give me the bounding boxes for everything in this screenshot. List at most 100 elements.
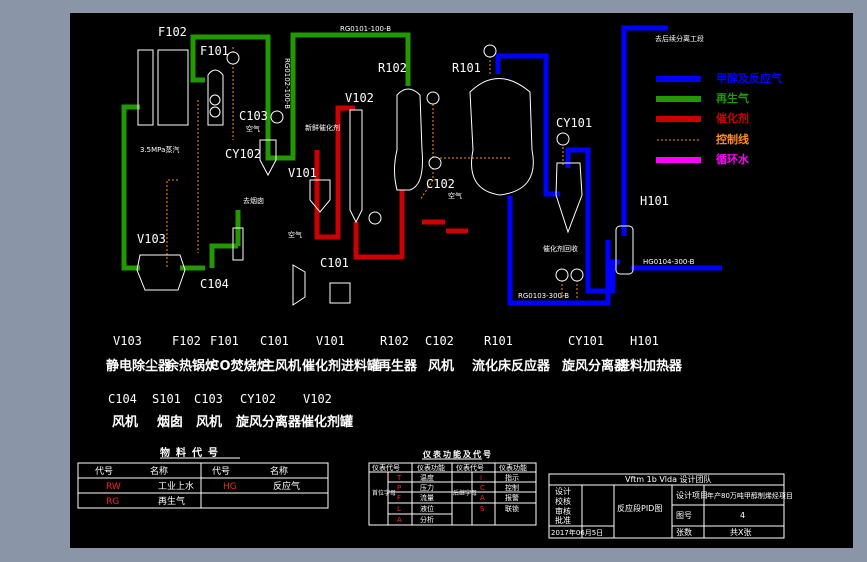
label-text: L — [397, 505, 401, 513]
table-header: 代号 — [95, 466, 113, 477]
tag-c101: C101 — [320, 256, 349, 270]
instrument-bubbles — [209, 44, 584, 282]
legend-label: 再生气 — [716, 91, 749, 105]
pipe-label: 去烟囱 — [243, 196, 264, 205]
catalyst-tank-v102 — [349, 109, 363, 224]
pipe-label: 催化剂回收 — [543, 244, 578, 253]
instrument-icon — [209, 106, 221, 118]
equipment-tag: CY102 — [240, 392, 276, 406]
equipment-name: CO焚烧炉 — [210, 358, 270, 374]
heater-h101 — [615, 225, 634, 275]
equipment-tag: V101 — [316, 334, 345, 348]
instrument-icon — [270, 110, 284, 124]
label-text: A — [480, 494, 485, 502]
equipment-name: 催化剂进料罐 — [302, 358, 380, 374]
equipment-name: 风机 — [428, 358, 454, 374]
tag-f102: F102 — [158, 25, 187, 39]
table-header: 代号 — [212, 466, 230, 477]
electrostatic-precipitator-v103 — [136, 254, 186, 291]
equipment-row-2: C104 风机 S101 烟囱 C103 风机 CY102 旋风分离器 V102… — [108, 392, 353, 430]
design-team: Vftm 1b Vlda 设计团队 — [625, 474, 712, 484]
label-text: 控制 — [505, 483, 519, 492]
equipment-list: V103 静电除尘器 F102 余热锅炉 F101 CO焚烧炉 C101 主风机… — [106, 334, 683, 430]
reactor-r101 — [469, 78, 534, 196]
label-text: T — [396, 474, 402, 482]
equipment-name: 风机 — [112, 414, 138, 430]
instrument-icon — [368, 211, 382, 225]
equipment-tag: C102 — [425, 334, 454, 348]
pipe-label: 3.5MPa蒸汽 — [140, 145, 179, 154]
date: 2017年06月5日 — [551, 528, 603, 537]
table-header: 仪表代号 — [372, 463, 400, 472]
project-label: 设计项目 — [676, 490, 708, 500]
legend-swatch-catalyst — [656, 116, 701, 122]
methanol-pipes — [495, 25, 722, 306]
tag-r102: R102 — [378, 61, 407, 75]
tag-f101: F101 — [200, 44, 229, 58]
tag-cy101: CY101 — [556, 116, 592, 130]
table-header: 名称 — [150, 465, 168, 477]
pipe-label: HG0104-300-B — [643, 258, 695, 266]
cyclone-cy101 — [555, 162, 583, 234]
label-text: 温度 — [420, 473, 434, 482]
instrument-icon — [556, 132, 570, 146]
table-cell: 工业上水 — [158, 480, 194, 492]
equipment-name: 主风机 — [262, 358, 301, 374]
pipe-label: RG0103-300-B — [518, 292, 569, 300]
equipment-name: 催化剂罐 — [301, 414, 353, 430]
table-header: 仪表功能 — [417, 463, 445, 472]
table-cell: RW — [106, 482, 121, 492]
material-table: 物料代号 代号 名称 代号 名称 RW 工业上水 HG 反应气 RG 再生气 — [77, 446, 329, 509]
incinerator-f101 — [207, 69, 224, 126]
control-lines — [166, 47, 578, 300]
legend-swatch-water — [656, 157, 701, 163]
pipe-label: RG0101-100-B — [340, 25, 391, 33]
label-text: 联锁 — [505, 504, 519, 513]
equipment-outlines — [136, 49, 634, 306]
legend-label: 控制线 — [716, 132, 749, 146]
equipment-name: 旋风分离器 — [235, 414, 302, 430]
pipe-label: 空气 — [448, 191, 462, 200]
pipe-label: 空气 — [246, 124, 260, 133]
pipe-label: 空气 — [288, 230, 302, 239]
label-text: 分析 — [420, 515, 434, 524]
table-cell: 反应气 — [273, 480, 300, 492]
instrument-icon — [226, 51, 240, 65]
stack-s101 — [232, 227, 244, 261]
tag-v101: V101 — [288, 166, 317, 180]
instrument-icon — [428, 156, 442, 170]
equipment-name: 流化床反应器 — [472, 358, 551, 374]
table-header: 仪表代号 — [456, 463, 484, 472]
label-text: P — [397, 484, 401, 492]
tag-c102: C102 — [426, 177, 455, 191]
label-text: F — [397, 494, 401, 502]
equipment-tag: R102 — [380, 334, 409, 348]
equipment-tag: F101 — [210, 334, 239, 348]
tag-cy102: CY102 — [225, 147, 261, 161]
equipment-row-1: V103 静电除尘器 F102 余热锅炉 F101 CO焚烧炉 C101 主风机… — [106, 334, 683, 374]
table-title: 仪表功能及代号 — [422, 449, 493, 459]
role-label: 审核 — [555, 506, 571, 516]
equipment-tag: C103 — [194, 392, 223, 406]
label-text: A — [397, 516, 402, 524]
table-cell: HG — [223, 482, 237, 492]
instrument-icon — [555, 268, 569, 282]
equipment-tags: F102 F101 C103 CY102 V101 V102 R102 R101… — [137, 25, 704, 300]
equipment-tag: S101 — [152, 392, 181, 406]
legend-label: 甲醇及反应气 — [716, 71, 782, 85]
instrument-icon — [426, 91, 440, 105]
legend-label: 催化剂 — [716, 111, 749, 125]
equipment-tag: H101 — [630, 334, 659, 348]
table-header: 仪表功能 — [499, 463, 527, 472]
equipment-tag: C104 — [108, 392, 137, 406]
legend-swatch-methanol — [656, 76, 701, 82]
catalyst-feed-tank-v101 — [309, 179, 331, 213]
label-text: S — [480, 505, 485, 513]
label-text: 液位 — [420, 504, 434, 513]
pipe-label: 新鲜催化剂 — [305, 123, 340, 132]
equipment-name: 静电除尘器 — [106, 358, 172, 374]
legend-label: 循环水 — [716, 152, 750, 166]
equipment-tag: R101 — [484, 334, 513, 348]
